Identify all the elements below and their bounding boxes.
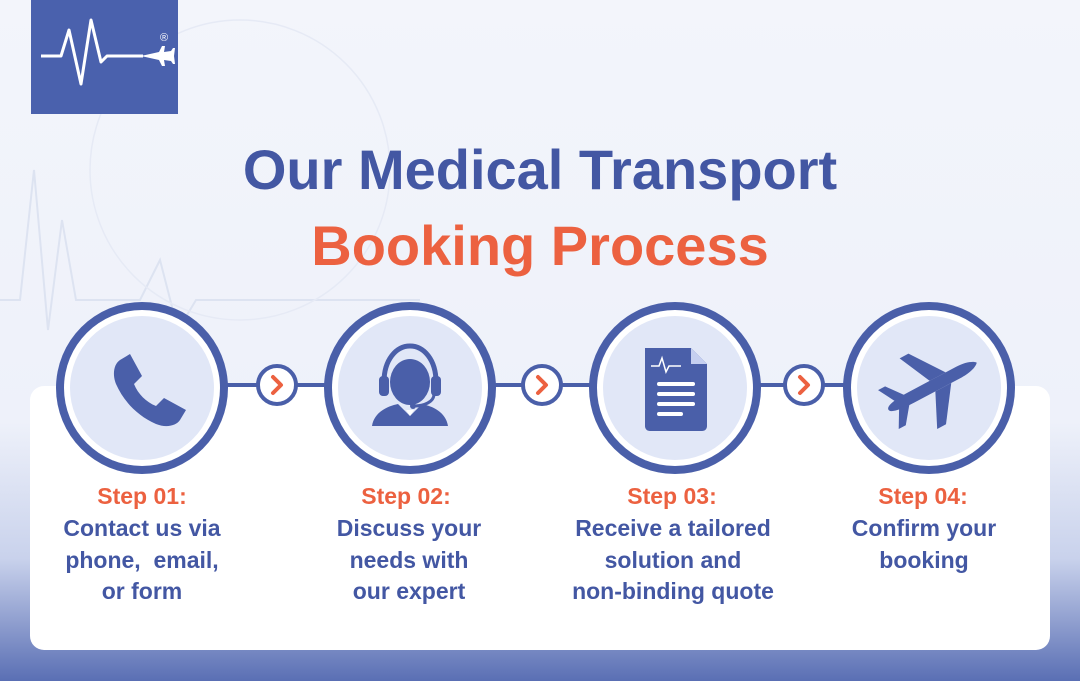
step-4-description: Confirm your booking (851, 515, 997, 573)
next-step-chevron-1 (256, 364, 298, 406)
chevron-right-icon (798, 375, 810, 395)
step-3-description: Receive a tailored solution and non-bind… (572, 515, 774, 604)
page-title-line-1: Our Medical Transport (242, 138, 838, 201)
phone-icon (113, 354, 186, 427)
company-logo: ® (31, 0, 178, 114)
step-2-label: Step 02: (361, 483, 451, 509)
step-1-icon-circle (56, 302, 228, 474)
step-4-label: Step 04: (878, 483, 968, 509)
step-2-icon-circle (324, 302, 496, 474)
step-3-label: Step 03: (627, 483, 717, 509)
heartbeat-plane-icon: ® (41, 18, 175, 86)
registered-mark: ® (160, 32, 168, 44)
airplane-icon (878, 353, 977, 430)
headset-agent-icon (372, 343, 448, 426)
step-3-icon-circle (589, 302, 761, 474)
next-step-chevron-3 (783, 364, 825, 406)
chevron-right-icon (271, 375, 283, 395)
page-title-line-2: Booking Process (311, 214, 769, 277)
chevron-right-icon (536, 375, 548, 395)
step-4-icon-circle (843, 302, 1015, 474)
step-2-description: Discuss your needs with our expert (336, 515, 482, 604)
document-icon (645, 348, 707, 431)
step-1-label: Step 01: (97, 483, 187, 509)
next-step-chevron-2 (521, 364, 563, 406)
step-1-description: Contact us via phone, email, or form (63, 515, 221, 604)
